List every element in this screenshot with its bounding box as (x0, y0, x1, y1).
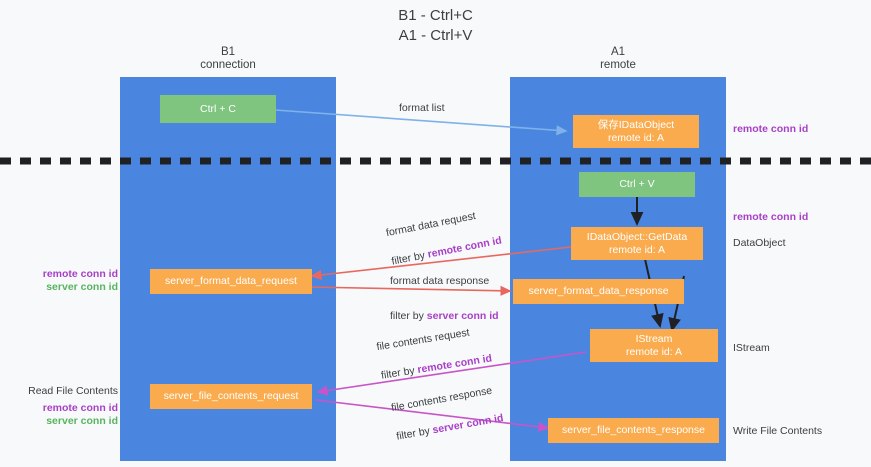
left-annotation-remote-conn-id: remote conn id (42, 268, 118, 280)
left-annotation-server-conn-id: server conn id (46, 281, 118, 293)
left-annotation-remote-conn-id-2: remote conn id (42, 402, 118, 414)
right-annotation-remote-conn-id-mid: remote conn id (733, 211, 809, 223)
right-annotation-dataobject: DataObject (733, 237, 786, 249)
left-annotation-read-file-contents: Read File Contents (28, 385, 118, 397)
box-idataobject-getdata[interactable]: IDataObject::GetData remote id: A (571, 227, 703, 260)
box-server-file-contents-response[interactable]: server_file_contents_response (548, 418, 719, 443)
filter-prefix: filter by (390, 310, 427, 322)
box-server-format-data-request[interactable]: server_format_data_request (150, 269, 312, 294)
right-annotation-write-file-contents: Write File Contents (733, 425, 823, 437)
column-header-b1: B1 connection (200, 46, 256, 71)
filter-prefix: filter by (380, 364, 419, 382)
filter-key-server-conn-id: server conn id (426, 310, 499, 322)
left-annotation-conn-ids-1: remote conn id server conn id (20, 268, 118, 294)
filter-key-remote-conn-id: remote conn id (426, 234, 503, 261)
filter-key-remote-conn-id: remote conn id (416, 352, 493, 377)
right-annotation-istream: IStream (733, 342, 770, 354)
filter-key-server-conn-id: server conn id (431, 412, 505, 437)
box-idataobject[interactable]: 保存IDataObject remote id: A (573, 115, 699, 148)
left-annotation-conn-ids-2: remote conn id server conn id (20, 402, 118, 428)
filter-prefix: filter by (390, 248, 429, 268)
left-annotation-server-conn-id-2: server conn id (46, 415, 118, 427)
box-istream[interactable]: IStream remote id: A (590, 329, 718, 362)
column-header-a1: A1 remote (600, 46, 636, 71)
right-annotation-remote-conn-id-top: remote conn id (733, 123, 809, 135)
box-server-format-data-response[interactable]: server_format_data_response (513, 279, 684, 304)
edge-label-format-data-response: format data response (390, 275, 490, 287)
edge-label-format-data-request-group: format data request filter by remote con… (385, 206, 503, 269)
edge-label-file-contents-request-group: file contents request filter by remote c… (376, 324, 493, 383)
filter-prefix: filter by (395, 424, 434, 443)
edge-label-format-data-response-filter: filter by server conn id (390, 297, 499, 323)
edge-label-format-list: format list (399, 102, 445, 114)
edge-label-format-data-response-group: format data response filter by server co… (390, 275, 499, 323)
edge-label-file-contents-response-group: file contents response filter by server … (390, 383, 504, 443)
box-server-file-contents-request[interactable]: server_file_contents_request (150, 384, 312, 409)
box-ctrl-c[interactable]: Ctrl + C (160, 95, 276, 123)
box-ctrl-v[interactable]: Ctrl + V (579, 172, 695, 197)
page-title: B1 - Ctrl+C A1 - Ctrl+V (398, 7, 473, 44)
